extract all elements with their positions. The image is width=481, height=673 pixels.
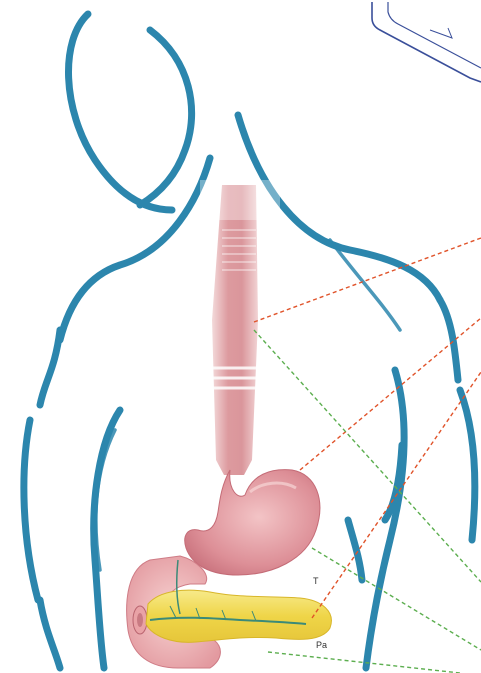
arm-left-thin <box>96 430 115 570</box>
esophagus <box>200 180 280 475</box>
arm-right-outer <box>460 390 475 540</box>
stomach <box>185 470 320 575</box>
label-tail-fragment: T <box>313 576 319 586</box>
leader-pancreas <box>312 372 481 618</box>
leader-green-middle <box>312 548 481 650</box>
head-outline-right <box>140 30 192 205</box>
neck-left <box>60 158 210 340</box>
shoulder-right <box>440 300 458 380</box>
shoulder-left <box>40 330 60 405</box>
torso-left-curve <box>40 600 60 668</box>
label-pancreas-fragment: Pa <box>316 640 327 650</box>
head-outline-left <box>69 14 172 210</box>
arm-left-outer <box>24 420 38 600</box>
top-right-box <box>372 2 481 82</box>
